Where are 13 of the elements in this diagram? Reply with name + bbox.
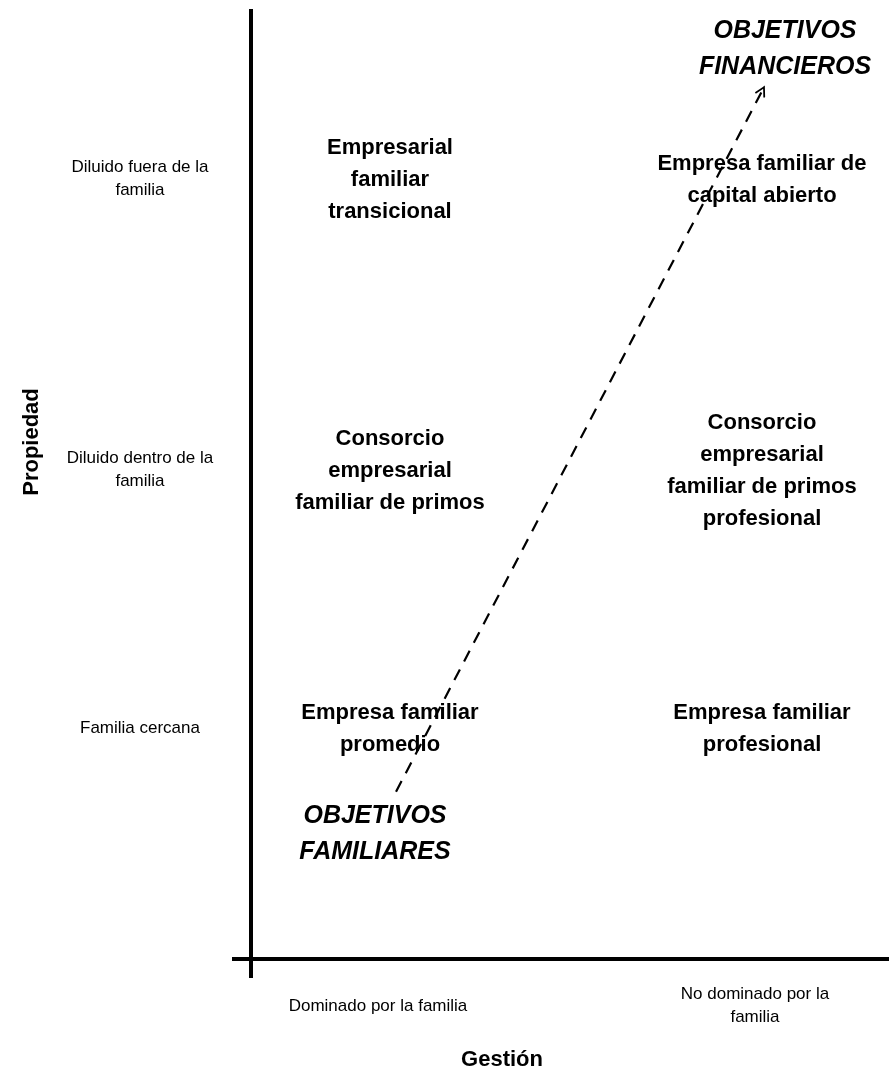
axis-title: Gestión xyxy=(460,1044,544,1073)
column-label: Dominado por la familia xyxy=(288,994,468,1017)
quadrant-label: Empresa familiar de capital abierto xyxy=(656,149,868,209)
row-label: Diluido fuera de la familia xyxy=(70,156,210,201)
row-label: Familia cercana xyxy=(79,716,201,739)
column-label: No dominado por la familia xyxy=(679,983,831,1028)
quadrant-label: Consorcio empresarial familiar de primos xyxy=(294,424,486,516)
quadrant-label: Consorcio empresarial familiar de primos profesional xyxy=(666,408,858,532)
quadrant-label: Empresarial familiar transicional xyxy=(326,133,454,225)
row-label: Diluido dentro de la familia xyxy=(65,447,215,492)
dashed-arrow xyxy=(395,86,766,793)
quadrant-label: Empresa familiar profesional xyxy=(672,698,852,758)
axis-title: Propiedad xyxy=(16,388,44,496)
